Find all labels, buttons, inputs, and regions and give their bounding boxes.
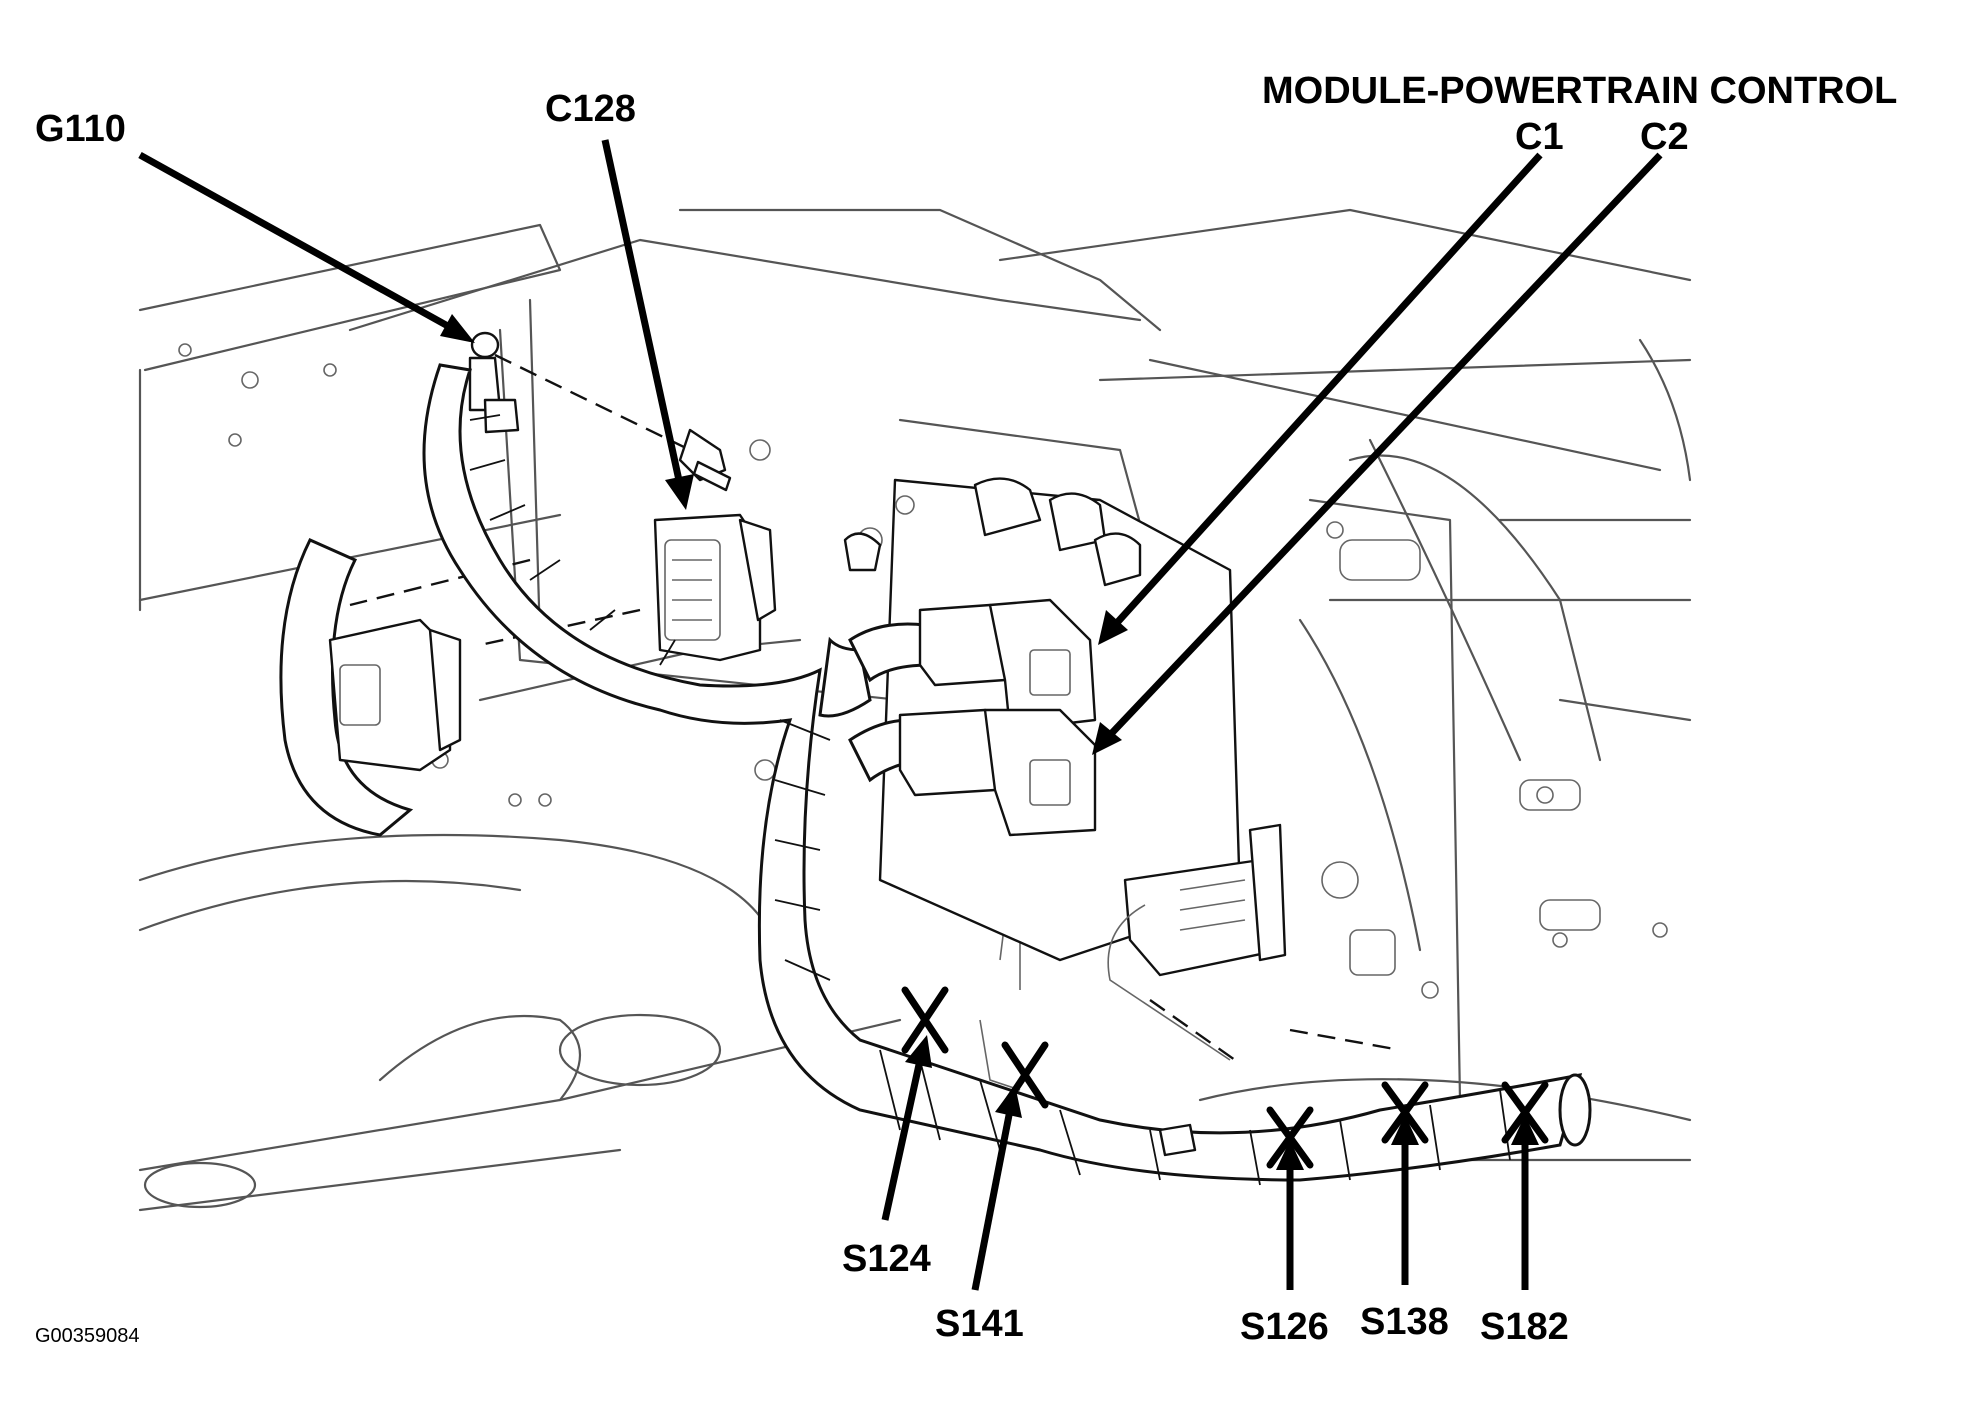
main-wire-harness xyxy=(422,363,1592,1186)
splice-mark-s126 xyxy=(1266,1106,1314,1169)
splice-mark-s182 xyxy=(1501,1081,1549,1144)
left-harness-connector xyxy=(279,538,462,837)
splice-mark-s124 xyxy=(901,986,949,1054)
vehicle-structure xyxy=(138,208,1692,1212)
c128-connector xyxy=(349,513,777,662)
splice-mark-s141 xyxy=(1001,1041,1049,1109)
harness-retainer-bracket xyxy=(1107,823,1401,1157)
splice-marks xyxy=(901,986,1549,1169)
splice-mark-s138 xyxy=(1381,1081,1429,1144)
pcm-c1-c2-connectors xyxy=(848,598,1097,837)
callout-arrows xyxy=(138,139,1663,1291)
g110-ground-assembly xyxy=(468,331,732,492)
